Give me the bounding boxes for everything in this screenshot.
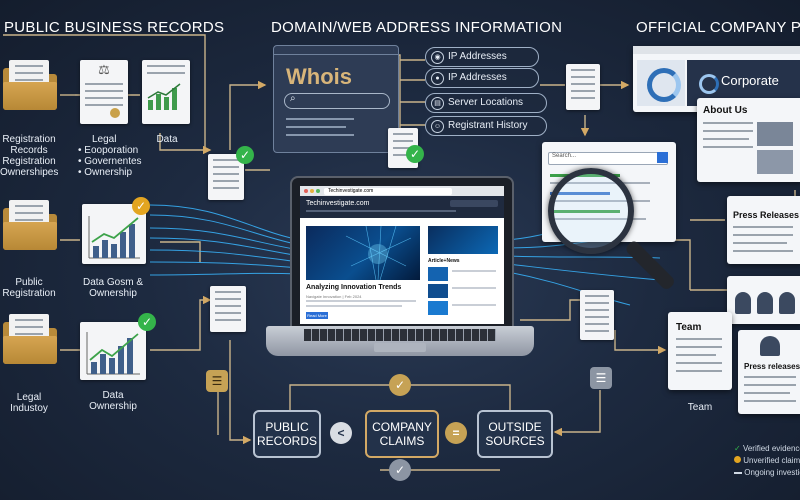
read-more-button[interactable]: Read More — [306, 312, 328, 319]
verified-check-icon: ✓ — [138, 313, 156, 331]
press-releases-heading: Press Releases — [733, 210, 800, 220]
whois-title: Whois — [286, 64, 352, 89]
legend-unverified: Unverified claims — [743, 456, 800, 465]
globe-icon: ◉ — [431, 51, 444, 64]
pin-icon: ● — [431, 72, 444, 85]
group-photo-icon — [757, 150, 793, 174]
folder-icon — [3, 200, 57, 250]
legend: ✓ Verified evidence Unverified claims On… — [734, 444, 800, 484]
press-releases-heading-2: Press releases — [744, 362, 800, 371]
pill-registrant-history: ☺Registrant History — [425, 116, 547, 136]
person-icon — [779, 292, 795, 314]
about-us-page: About Us — [697, 98, 800, 182]
site-name: Techinvestigate.com — [306, 200, 370, 207]
list-summary-icon: ☰ — [206, 370, 228, 392]
pill-server-locations: ▤Server Locations — [425, 93, 547, 113]
label-team: Team — [687, 402, 713, 413]
magnifier-icon — [548, 168, 634, 254]
side-heading: Article+News — [428, 258, 460, 264]
document-icon — [566, 64, 600, 110]
verified-check-icon: ✓ — [236, 146, 254, 164]
corporate-page: Corporate — [633, 46, 800, 112]
press-releases-page: Press Releases — [727, 196, 800, 264]
laptop-base — [266, 326, 534, 356]
pill-ip-addresses: ◉IP Addresses — [425, 47, 539, 67]
legend-ongoing: Ongoing investigation — [744, 468, 800, 477]
team-photos-page — [727, 276, 800, 324]
label-legal-corporation: Legal• Eooporation • Governentes• Owners… — [78, 134, 142, 178]
logo-icon — [647, 68, 681, 102]
section-title-public-records: PUBLIC BUSINESS RECORDS — [4, 19, 225, 36]
article-byline: Navigate Innovation | Feb 2024 — [306, 294, 362, 299]
team-heading: Team — [676, 322, 702, 333]
document-icon — [580, 290, 614, 340]
person-icon — [757, 292, 773, 314]
browser-url-bar[interactable]: Techinvestigate.com — [324, 187, 452, 195]
article-headline: Analyzing Innovation Trends — [306, 284, 402, 291]
team-page: Team — [668, 312, 732, 390]
laptop-screen: Techinvestigate.com Techinvestigate.com … — [300, 186, 504, 324]
document-icon — [210, 286, 246, 332]
pill-ip-addresses-2: ●IP Addresses — [425, 68, 539, 88]
verified-check-icon: ✓ — [406, 145, 424, 163]
laptop: Techinvestigate.com Techinvestigate.com … — [290, 176, 514, 330]
folder-icon — [3, 60, 57, 110]
site-search-input[interactable] — [450, 200, 498, 207]
press-releases-page-2: Press releases — [738, 330, 800, 414]
folder-icon — [3, 314, 57, 364]
whois-panel: Whois ⌕ — [273, 45, 399, 153]
less-than-operator: < — [330, 422, 352, 444]
section-title-company-pages: OFFICIAL COMPANY PAGES — [636, 19, 800, 36]
search-results-input[interactable]: Search... — [548, 152, 668, 165]
document-icon — [388, 128, 418, 168]
list-summary-icon: ☰ — [590, 367, 612, 389]
side-image — [428, 226, 498, 254]
person-icon — [735, 292, 751, 314]
user-icon: ☺ — [431, 120, 444, 133]
data-chart-document-icon — [82, 204, 146, 264]
hero-image — [306, 226, 420, 280]
search-icon: ⌕ — [290, 93, 296, 104]
person-photo-icon — [757, 122, 793, 146]
server-icon: ▤ — [431, 97, 444, 110]
section-title-domain-info: DOMAIN/WEB ADDRESS INFORMATION — [271, 19, 563, 36]
checkmark-icon: ✓ — [389, 459, 411, 481]
checkmark-icon: ✓ — [389, 374, 411, 396]
person-icon — [760, 336, 780, 356]
legend-verified: Verified evidence — [742, 444, 800, 453]
corporate-heading: Corporate — [721, 73, 779, 88]
whois-search-input[interactable]: ⌕ — [284, 93, 390, 109]
data-chart-document-icon — [142, 60, 190, 124]
certificate-document-icon: ⚖ — [80, 60, 128, 124]
about-us-heading: About Us — [703, 105, 748, 116]
data-chart-document-icon — [80, 322, 146, 380]
equals-operator: = — [445, 422, 467, 444]
label-data-ownership: Data Gosm &Ownership — [82, 277, 144, 299]
label-data: Data — [156, 134, 178, 145]
unverified-check-icon: ✓ — [132, 197, 150, 215]
